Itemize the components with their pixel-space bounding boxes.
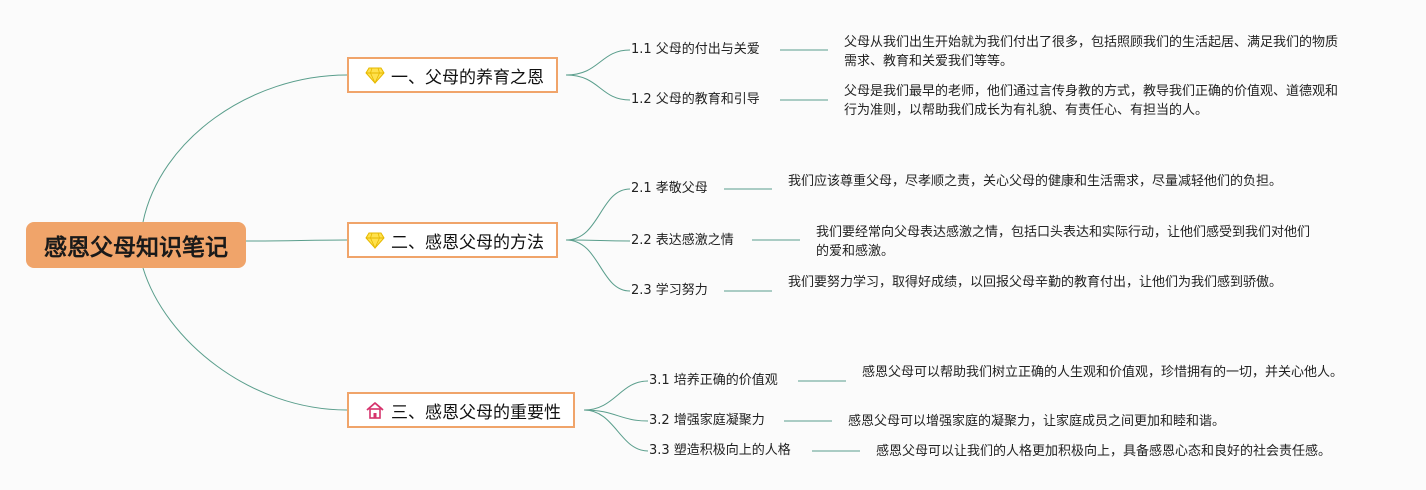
subtopic-1-1[interactable]: 1.1 父母的付出与关爱 — [631, 42, 760, 57]
connector-b2-s1 — [565, 188, 631, 241]
subtopic-3-1[interactable]: 3.1 培养正确的价值观 — [649, 373, 778, 388]
connector-root-branch-2 — [245, 239, 348, 242]
connector-b3-s3 — [583, 409, 649, 452]
branch-2-topic[interactable]: 二、感恩父母的方法 — [347, 222, 558, 258]
description-3-3: 感恩父母可以让我们的人格更加积极向上，具备感恩心态和良好的社会责任感。 — [876, 444, 1332, 459]
subtopic-3-2[interactable]: 3.2 增强家庭凝聚力 — [649, 413, 765, 428]
description-2-3: 我们要努力学习，取得好成绩，以回报父母辛勤的教育付出，让他们为我们感到骄傲。 — [788, 275, 1283, 290]
connector-b3-s1 — [583, 380, 649, 411]
description-1-1: 父母从我们出生开始就为我们付出了很多，包括照顾我们的生活起居、满足我们的物质需求… — [844, 35, 1339, 69]
branch-3-label: 三、感恩父母的重要性 — [391, 402, 561, 423]
root-topic[interactable]: 感恩父母知识笔记 — [26, 222, 246, 268]
subtopic-2-2[interactable]: 2.2 表达感激之情 — [631, 233, 734, 248]
connector-root-branch-1 — [142, 74, 348, 223]
subtopic-3-3[interactable]: 3.3 塑造积极向上的人格 — [649, 443, 791, 458]
house-icon — [366, 402, 384, 419]
subtopic-1-2[interactable]: 1.2 父母的教育和引导 — [631, 92, 760, 107]
description-2-2: 我们要经常向父母表达感激之情，包括口头表达和实际行动，让他们感受到我们对他们的爱… — [816, 225, 1311, 259]
subtopic-2-3[interactable]: 2.3 学习努力 — [631, 283, 708, 298]
description-3-2: 感恩父母可以增强家庭的凝聚力，让家庭成员之间更加和睦和谐。 — [848, 414, 1226, 429]
branch-1-label: 一、父母的养育之恩 — [391, 67, 544, 88]
connector-b2-s3 — [565, 239, 631, 292]
branch-3-topic[interactable]: 三、感恩父母的重要性 — [347, 392, 575, 428]
branch-1-topic[interactable]: 一、父母的养育之恩 — [347, 57, 558, 93]
connector-root-branch-3 — [142, 267, 348, 411]
diamond-icon — [365, 67, 385, 84]
root-title: 感恩父母知识笔记 — [44, 235, 228, 261]
diamond-icon — [365, 232, 385, 249]
connector-b1-s1 — [565, 49, 631, 76]
branch-2-label: 二、感恩父母的方法 — [391, 232, 544, 253]
description-3-1: 感恩父母可以帮助我们树立正确的人生观和价值观，珍惜拥有的一切，并关心他人。 — [862, 365, 1344, 380]
subtopic-2-1[interactable]: 2.1 孝敬父母 — [631, 181, 708, 196]
connector-b3-s2 — [583, 409, 649, 422]
connector-b2-s2 — [565, 239, 631, 242]
description-2-1: 我们应该尊重父母，尽孝顺之责，关心父母的健康和生活需求，尽量减轻他们的负担。 — [788, 174, 1283, 189]
description-1-2: 父母是我们最早的老师，他们通过言传身教的方式，教导我们正确的价值观、道德观和行为… — [844, 84, 1339, 118]
connector-b1-s2 — [565, 74, 631, 101]
